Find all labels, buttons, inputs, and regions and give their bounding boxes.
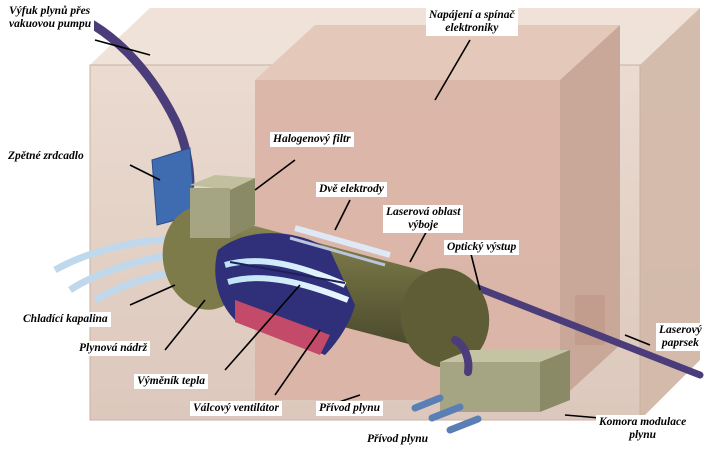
laser-beam-label-line2: paprsek bbox=[661, 337, 699, 349]
discharge-label-line1: Laserová oblast bbox=[386, 206, 461, 218]
gas-modulation-box bbox=[440, 350, 570, 412]
gas-tank-label: Plynová nádrž bbox=[76, 341, 151, 356]
discharge-label: Laserová oblast výboje bbox=[383, 205, 464, 233]
power-label-line2: elektroniky bbox=[445, 22, 499, 34]
halogen-filter-box bbox=[190, 175, 255, 238]
gas-inlet-cylinders bbox=[411, 394, 482, 434]
laser-beam-label-line1: Laserový bbox=[659, 324, 702, 336]
heat-exchanger-label: Výměník tepla bbox=[134, 374, 209, 389]
laser-beam-label: Laserový paprsek bbox=[656, 323, 705, 351]
coolant-label: Chladící kapalina bbox=[20, 312, 111, 327]
leader-lines bbox=[94, 39, 651, 419]
rear-mirror-label: Zpětné zrdcadlo bbox=[5, 149, 87, 164]
optical-output-label: Optický výstup bbox=[444, 240, 520, 255]
discharge-label-line2: výboje bbox=[408, 219, 439, 231]
power-label-line1: Napájení a spínač bbox=[429, 9, 515, 21]
modulation-label-line1: Komora modulace bbox=[599, 416, 687, 428]
gas-inlet-label-2: Přívod plynu bbox=[364, 432, 432, 447]
halogen-filter-label: Halogenový filtr bbox=[270, 132, 354, 147]
exhaust-label: Výfuk plynů přes vakuovou pumpu bbox=[6, 4, 95, 32]
electrodes-label: Dvě elektrody bbox=[316, 182, 387, 197]
modulation-label-line2: plynu bbox=[629, 429, 657, 441]
laser-beam bbox=[474, 284, 704, 379]
modulation-chamber-label: Komora modulace plynu bbox=[596, 415, 690, 443]
fan-label: Válcový ventilátor bbox=[190, 401, 282, 416]
exhaust-label-line1: Výfuk plynů přes bbox=[9, 5, 91, 17]
gas-inlet-label-1: Přívod plynu bbox=[316, 401, 384, 416]
gas-inlet-pipe bbox=[451, 336, 473, 376]
electrodes bbox=[289, 225, 391, 267]
exhaust-label-line2: vakuovou pumpu bbox=[9, 18, 92, 30]
power-label: Napájení a spínač elektroniky bbox=[426, 8, 518, 36]
cutaway-interior bbox=[215, 233, 355, 355]
